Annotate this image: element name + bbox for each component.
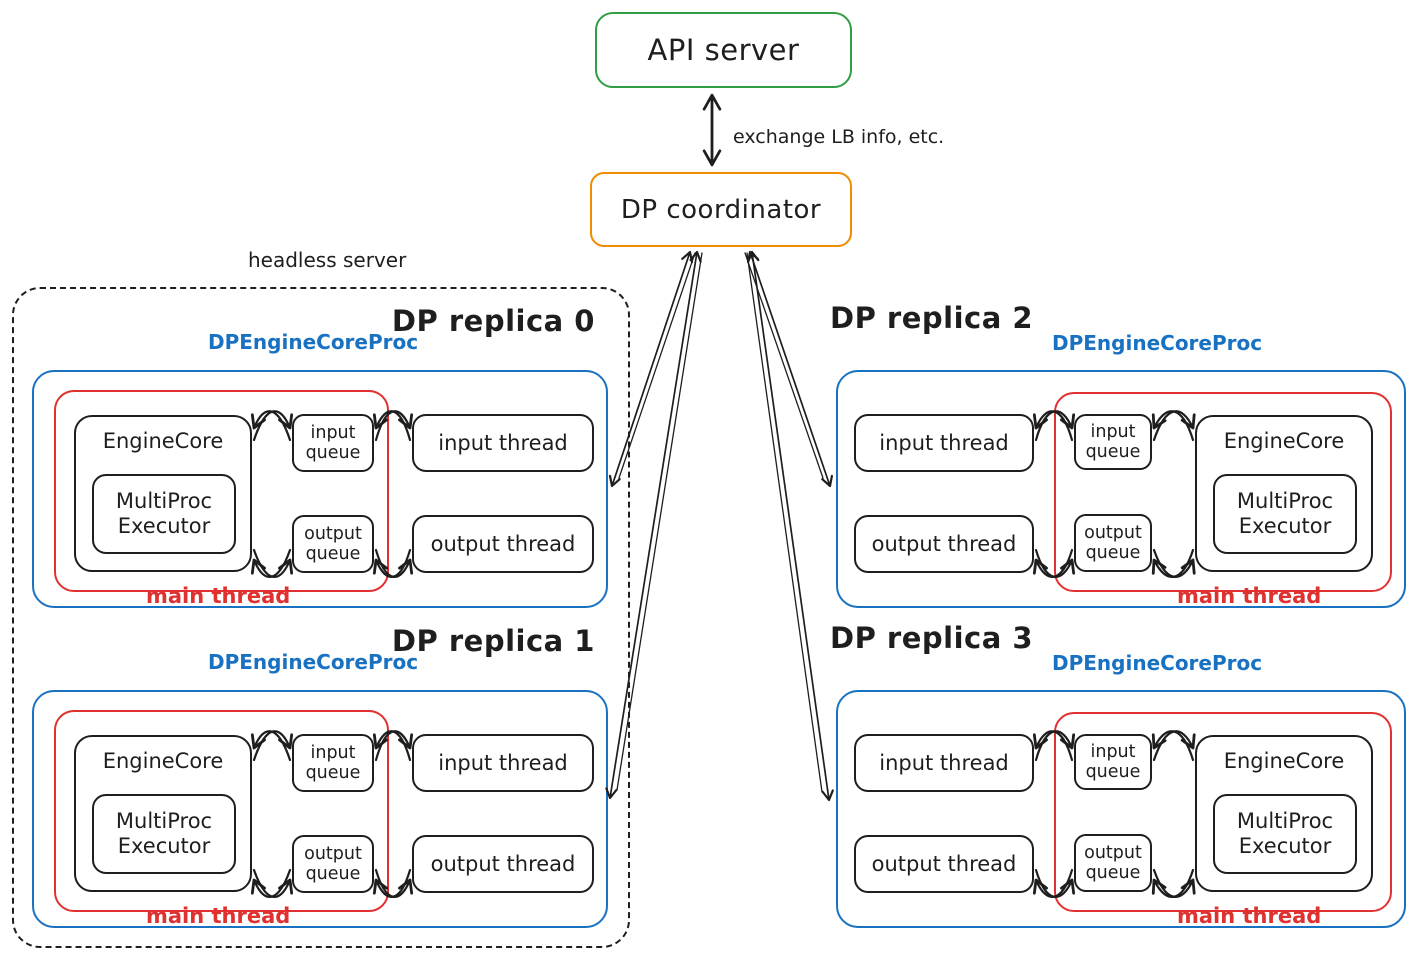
replica-1-title: DP replica 1 [391, 624, 595, 658]
main-thread-zone [54, 390, 389, 592]
input-queue-label: input queue [305, 742, 361, 783]
output-queue-box: output queue [292, 835, 374, 893]
replica-2-proc-label: DPEngineCoreProc [1052, 331, 1263, 355]
multiproc-executor-label: MultiProc Executor [1236, 489, 1334, 538]
coordinator-replica3-arrow [747, 250, 834, 802]
output-queue-label: output queue [304, 843, 362, 884]
output-queue-box: output queue [1074, 514, 1152, 572]
output-queue-label: output queue [1084, 522, 1142, 563]
output-queue-box: output queue [292, 515, 374, 573]
input-queue-box: input queue [1074, 414, 1152, 470]
input-thread-label: input thread [879, 751, 1009, 775]
output-queue-label: output queue [304, 523, 362, 564]
engine-core-label: EngineCore [1223, 749, 1345, 773]
output-thread-label: output thread [871, 852, 1017, 876]
input-queue-label: input queue [1085, 421, 1141, 462]
main-thread-zone [1054, 712, 1392, 912]
replica-0-title: DP replica 0 [391, 304, 595, 338]
main-thread-zone [1054, 392, 1392, 592]
multiproc-executor-box: MultiProc Executor [92, 474, 236, 554]
engine-core-label: EngineCore [102, 749, 224, 773]
output-thread-box: output thread [412, 835, 594, 893]
engine-core-box: EngineCore MultiProc Executor [74, 415, 252, 572]
output-thread-box: output thread [412, 515, 594, 573]
coordinator-replica2-arrow-line2 [744, 252, 824, 479]
input-queue-box: input queue [292, 734, 374, 792]
input-queue-box: input queue [292, 414, 374, 472]
multiproc-executor-box: MultiProc Executor [1213, 794, 1357, 874]
dp-coordinator-label: DP coordinator [620, 194, 822, 225]
input-queue-box: input queue [1074, 734, 1152, 790]
replica-3-proc-label: DPEngineCoreProc [1052, 651, 1263, 675]
multiproc-executor-box: MultiProc Executor [1213, 474, 1357, 554]
coordinator-replica0-arrow-line2 [618, 252, 696, 479]
input-thread-box: input thread [412, 414, 594, 472]
api-server-box: API server [595, 12, 852, 88]
replica-3-card: input thread output thread input queue o… [836, 690, 1406, 928]
engine-core-box: EngineCore MultiProc Executor [1195, 735, 1373, 892]
input-thread-box: input thread [412, 734, 594, 792]
replica-0-card: EngineCore MultiProc Executor input queu… [32, 370, 608, 608]
input-queue-label: input queue [305, 422, 361, 463]
multiproc-executor-label: MultiProc Executor [115, 489, 213, 538]
input-thread-box: input thread [854, 734, 1034, 792]
replica-0-proc-label: DPEngineCoreProc [208, 330, 419, 354]
output-thread-box: output thread [854, 515, 1034, 573]
main-thread-label: main thread [1177, 904, 1322, 928]
multiproc-executor-box: MultiProc Executor [92, 794, 236, 874]
replica-3-title: DP replica 3 [830, 621, 1034, 655]
coordinator-replica2-arrow [746, 250, 834, 488]
replica-1-card: EngineCore MultiProc Executor input queu… [32, 690, 608, 928]
input-thread-box: input thread [854, 414, 1034, 472]
dp-coordinator-box: DP coordinator [590, 172, 852, 247]
main-thread-label: main thread [146, 904, 291, 928]
output-queue-label: output queue [1084, 842, 1142, 883]
input-thread-label: input thread [438, 751, 568, 775]
replica-2-card: input thread output thread input queue o… [836, 370, 1406, 608]
output-thread-box: output thread [854, 835, 1034, 893]
coordinator-replica3-arrow-line2 [746, 252, 823, 793]
output-thread-label: output thread [430, 532, 576, 556]
headless-server-label: headless server [248, 248, 407, 272]
multiproc-executor-label: MultiProc Executor [1236, 809, 1334, 858]
main-thread-zone [54, 710, 389, 912]
input-queue-label: input queue [1085, 741, 1141, 782]
output-thread-label: output thread [430, 852, 576, 876]
input-thread-label: input thread [879, 431, 1009, 455]
output-thread-label: output thread [871, 532, 1017, 556]
main-thread-label: main thread [146, 584, 291, 608]
replica-1-proc-label: DPEngineCoreProc [208, 650, 419, 674]
main-thread-label: main thread [1177, 584, 1322, 608]
exchange-lb-label: exchange LB info, etc. [733, 126, 945, 148]
output-queue-box: output queue [1074, 834, 1152, 892]
engine-core-label: EngineCore [1223, 429, 1345, 453]
engine-core-box: EngineCore MultiProc Executor [74, 735, 252, 892]
input-thread-label: input thread [438, 431, 568, 455]
api-server-label: API server [647, 33, 800, 67]
engine-core-box: EngineCore MultiProc Executor [1195, 415, 1373, 572]
engine-core-label: EngineCore [102, 429, 224, 453]
multiproc-executor-label: MultiProc Executor [115, 809, 213, 858]
replica-2-title: DP replica 2 [830, 301, 1034, 335]
